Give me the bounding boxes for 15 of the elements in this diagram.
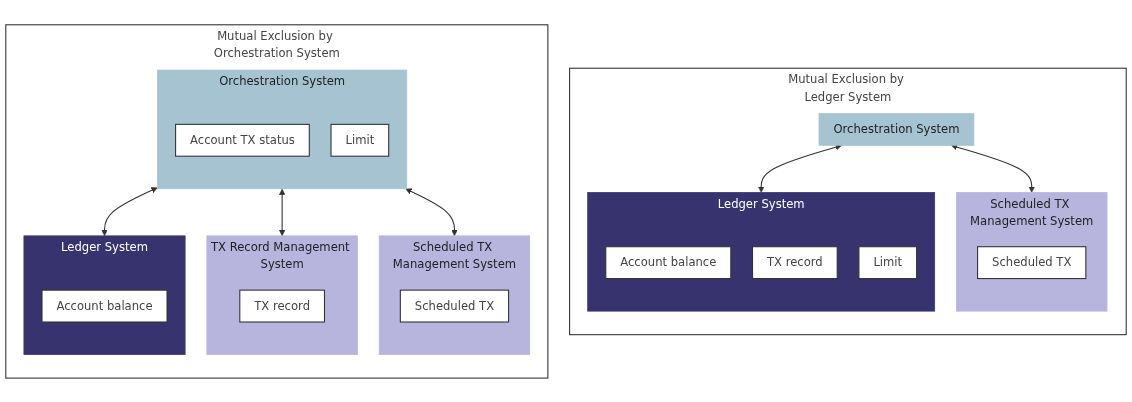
node-box: Account balance bbox=[605, 245, 732, 279]
arrow bbox=[758, 143, 842, 193]
arrow bbox=[101, 186, 158, 236]
node-box: TX record bbox=[752, 245, 838, 279]
node-box: Account balance bbox=[41, 289, 168, 323]
node-box: Limit bbox=[858, 245, 918, 279]
node-box: Scheduled TX bbox=[977, 245, 1087, 279]
node-box: Scheduled TX bbox=[399, 289, 510, 323]
arrow bbox=[278, 188, 286, 236]
node-box: Limit bbox=[330, 123, 390, 157]
node-box: Orchestration System bbox=[818, 112, 975, 146]
arrow bbox=[951, 143, 1035, 193]
arrow bbox=[405, 188, 458, 236]
node-box: Account TX status bbox=[175, 123, 310, 157]
node-box: TX record bbox=[239, 289, 326, 323]
